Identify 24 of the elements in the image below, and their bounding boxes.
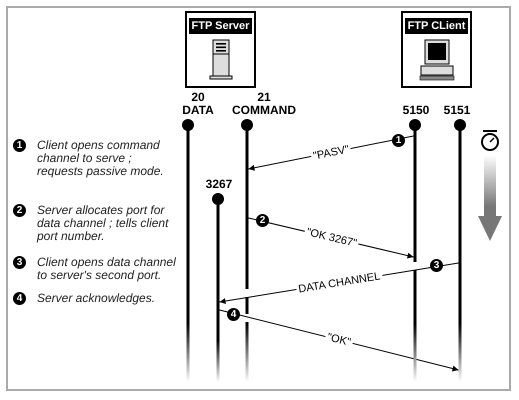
port-label: 3267 xyxy=(204,178,234,191)
step-number: 4 xyxy=(13,292,26,305)
step-description: Server acknowledges. xyxy=(37,292,156,305)
port-label: 5151 xyxy=(442,104,472,117)
callout-number: 2 xyxy=(256,214,269,227)
step-description: Client opens data channel to server's second port. xyxy=(37,256,177,282)
host-box xyxy=(185,11,256,88)
step-number: 2 xyxy=(13,204,26,217)
host-title: FTP CLient xyxy=(405,18,468,34)
port-label: 20 xyxy=(190,91,206,104)
host-title: FTP Server xyxy=(189,18,252,34)
port-label: 5150 xyxy=(402,104,430,117)
edge-label: DATA CHANNEL xyxy=(295,270,383,296)
port-label: 21 xyxy=(256,91,272,104)
callout-number: 4 xyxy=(227,308,240,321)
callout-number: 1 xyxy=(392,134,405,147)
step-number: 1 xyxy=(13,139,26,152)
callout-number: 3 xyxy=(430,259,443,272)
step-description: Server allocates port for data channel ; tells client port number. xyxy=(37,204,170,243)
port-label: DATA xyxy=(181,104,215,117)
port-label: COMMAND xyxy=(231,104,297,117)
step-description: Client opens command channel to serve ; requests passive mode. xyxy=(37,139,165,178)
step-number: 3 xyxy=(13,256,26,269)
host-box xyxy=(401,11,472,88)
